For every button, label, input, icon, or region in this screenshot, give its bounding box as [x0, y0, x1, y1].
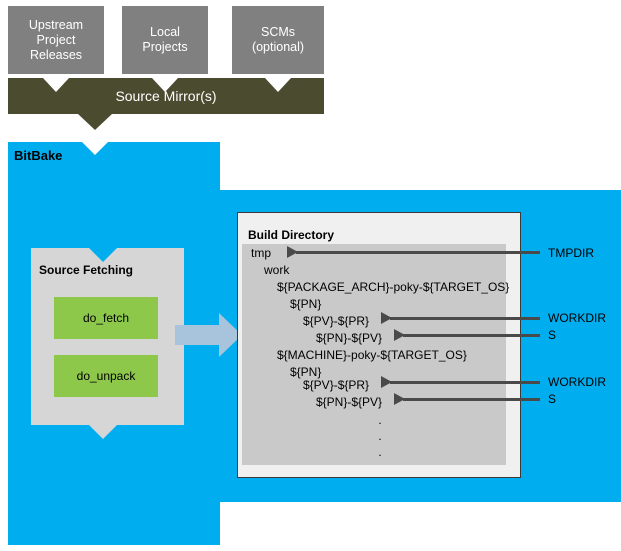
mirror-inlet-notch-scms — [265, 78, 291, 92]
source-box-line: Project — [36, 32, 76, 47]
pointer-shaft-s-2 — [403, 398, 540, 401]
task-label: do_fetch — [82, 311, 130, 325]
pointer-label-workdir-1: WORKDIR — [548, 311, 606, 325]
source-box-line: Releases — [29, 47, 83, 62]
task-box-do-fetch[interactable]: do_fetch — [54, 297, 158, 339]
tree-line-work: work — [264, 263, 290, 277]
mirror-inlet-notch-upstream — [43, 78, 69, 92]
build-directory-tree-panel — [242, 244, 506, 465]
pointer-label-workdir-2: WORKDIR — [548, 375, 606, 389]
tree-line-pn-pv-2: ${PN}-${PV} — [316, 395, 383, 409]
tree-line-pv-pr-2: ${PV}-${PR} — [303, 378, 370, 392]
mirror-inlet-notch-local — [152, 78, 178, 92]
tree-line-machine: ${MACHINE}-poky-${TARGET_OS} — [277, 348, 467, 362]
pointer-label-tmpdir: TMPDIR — [548, 246, 594, 260]
source-fetching-outlet-arrow — [89, 425, 117, 439]
fetching-to-build-arrow-shaft — [175, 325, 219, 345]
mirror-to-bitbake-arrow — [78, 114, 112, 130]
pointer-head-workdir-2 — [381, 376, 392, 388]
pointer-shaft-s-1 — [403, 334, 540, 337]
source-box-line: Upstream — [28, 17, 84, 32]
source-box-local-projects: Local Projects — [122, 6, 208, 74]
tree-line-pn-1: ${PN} — [290, 297, 322, 311]
source-mirror-label: Source Mirror(s) — [115, 88, 217, 104]
pointer-head-s-2 — [394, 393, 405, 405]
tree-line-package-arch: ${PACKAGE_ARCH}-poky-${TARGET_OS} — [277, 280, 510, 294]
build-directory-title: Build Directory — [248, 228, 335, 242]
tree-ellipsis-dot: . — [378, 413, 382, 427]
tree-ellipsis-dot: . — [378, 445, 382, 459]
bitbake-inlet-notch — [82, 142, 108, 155]
source-box-line: Projects — [142, 40, 188, 54]
fetching-to-build-arrow-head — [219, 313, 242, 357]
tree-ellipsis-dot: . — [378, 429, 382, 443]
bitbake-label: BitBake — [14, 148, 63, 163]
source-box-scms-optional: SCMs (optional) — [232, 6, 324, 74]
bitbake-region-foot — [8, 500, 220, 545]
pointer-label-s-2: S — [548, 392, 557, 406]
pointer-shaft-workdir-1 — [390, 317, 540, 320]
tree-line-pn-pv-1: ${PN}-${PV} — [316, 331, 383, 345]
source-box-line: Local — [150, 25, 180, 39]
pointer-shaft-workdir-2 — [390, 381, 540, 384]
task-label: do_unpack — [76, 369, 136, 383]
pointer-head-s-1 — [394, 329, 405, 341]
pointer-label-s-1: S — [548, 328, 557, 342]
pointer-head-tmpdir — [287, 246, 298, 258]
source-fetching-title: Source Fetching — [39, 263, 134, 277]
pointer-head-workdir-1 — [381, 312, 392, 324]
task-box-do-unpack[interactable]: do_unpack — [54, 355, 158, 397]
source-box-line: (optional) — [251, 40, 305, 54]
source-box-line: SCMs — [260, 25, 296, 39]
tree-line-pn-2: ${PN} — [290, 365, 322, 379]
tree-line-pv-pr-1: ${PV}-${PR} — [303, 314, 370, 328]
pointer-shaft-tmpdir — [296, 251, 540, 254]
tree-line-tmp: tmp — [251, 246, 272, 260]
source-fetching-inlet-notch — [89, 248, 117, 262]
source-box-upstream-project-releases: Upstream Project Releases — [8, 6, 104, 74]
bitbake-region-upper — [8, 142, 220, 192]
